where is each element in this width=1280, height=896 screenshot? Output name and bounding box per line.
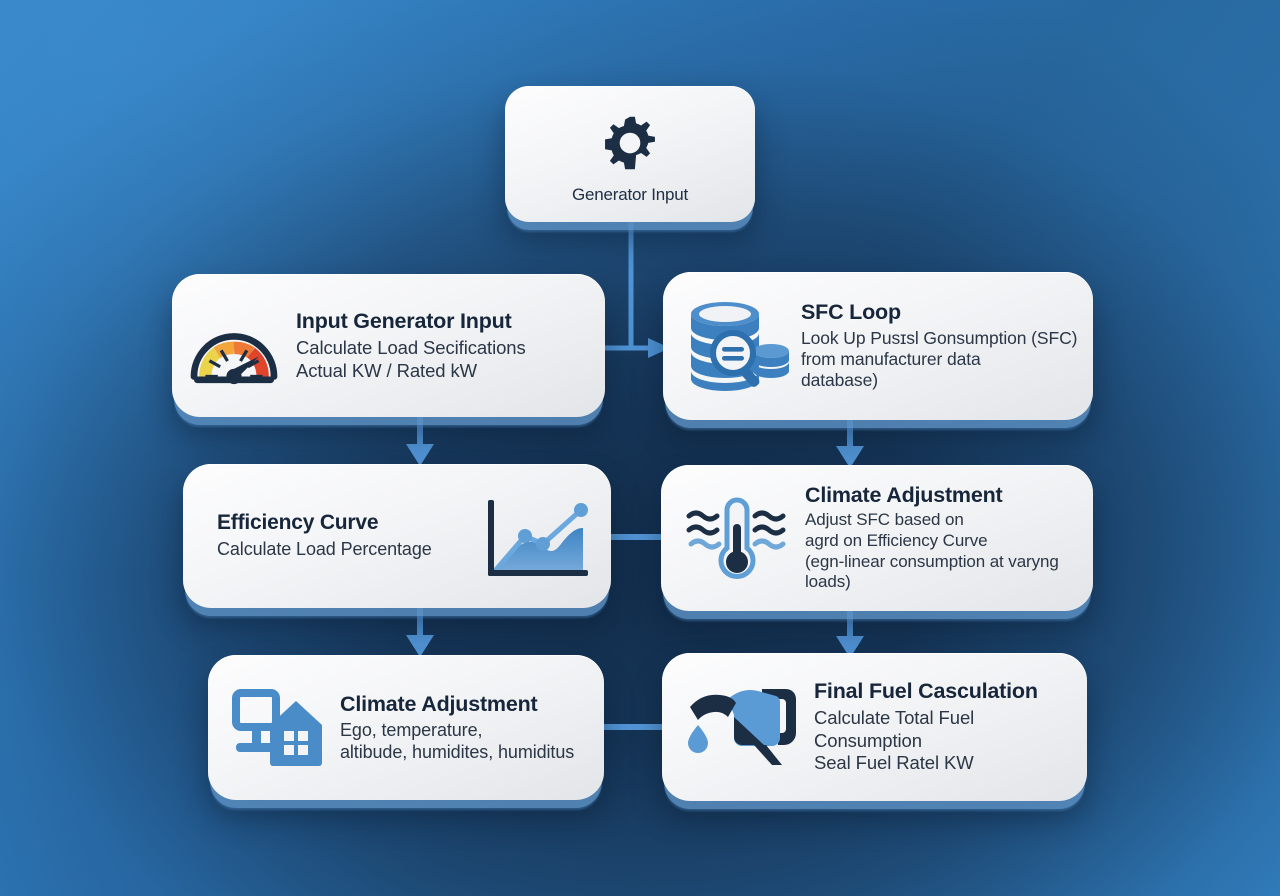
node-final-fuel-calculation[interactable]: Final Fuel Casculation Calculate Total F… (662, 653, 1087, 801)
node-title: Climate Adjustment (340, 691, 538, 716)
node-subtitle: Adjust SFC based on agrd on Efficiency C… (805, 510, 1059, 592)
house-weather-icon (230, 685, 326, 771)
node-title: SFC Loop (801, 300, 901, 325)
node-climate-adjustment-mid[interactable]: Climate Adjustment Adjust SFC based on a… (661, 465, 1093, 611)
node-title: Generator Input (571, 185, 689, 205)
node-subtitle: Calculate Total Fuel Consumption Seal Fu… (814, 707, 975, 774)
gear-icon (600, 113, 660, 173)
line-chart-icon (481, 488, 597, 584)
connector-climate-to-final (836, 611, 864, 658)
gauge-icon (186, 306, 282, 386)
node-title: Climate Adjustment (805, 482, 1003, 507)
node-text: Climate Adjustment Adjust SFC based on a… (805, 483, 1085, 593)
connector-top-to-sfc (628, 222, 670, 358)
node-title: Input Generator Input (296, 308, 512, 333)
connector-efficiency-to-climate-bottom (406, 608, 434, 657)
node-text: Input Generator Input Calculate Load Sec… (296, 309, 587, 382)
node-subtitle: Calculate Load Secifications Actual KW /… (296, 336, 526, 381)
node-subtitle: Look Up Pusɪsl Gonsumption (SFC) from ma… (801, 327, 1078, 391)
node-generator-input[interactable]: Generator Input (505, 86, 755, 222)
node-text: Climate Adjustment Ego, temperature, alt… (340, 692, 590, 764)
node-input-generator-input[interactable]: Input Generator Input Calculate Load Sec… (172, 274, 605, 417)
node-title: Final Fuel Casculation (814, 679, 1038, 704)
node-title: Efficiency Curve (217, 510, 379, 534)
node-text: Final Fuel Casculation Calculate Total F… (814, 679, 1073, 775)
fuel-nozzle-icon (676, 681, 806, 773)
connector-input-to-efficiency (406, 417, 434, 466)
node-efficiency-curve[interactable]: Efficiency Curve Calculate Load Percenta… (183, 464, 611, 608)
node-subtitle: Ego, temperature, altibude, humidites, h… (340, 719, 575, 762)
node-text: SFC Loop Look Up Pusɪsl Gonsumption (SFC… (801, 300, 1079, 391)
node-subtitle: Calculate Load Percentage (217, 539, 432, 560)
node-text: Efficiency Curve Calculate Load Percenta… (217, 511, 471, 561)
connector-sfc-to-climate (836, 420, 864, 468)
node-climate-adjustment-bottom[interactable]: Climate Adjustment Ego, temperature, alt… (208, 655, 604, 800)
database-search-icon (681, 296, 789, 396)
thermometer-icon (677, 490, 797, 586)
node-sfc-lookup[interactable]: SFC Loop Look Up Pusɪsl Gonsumption (SFC… (663, 272, 1093, 420)
